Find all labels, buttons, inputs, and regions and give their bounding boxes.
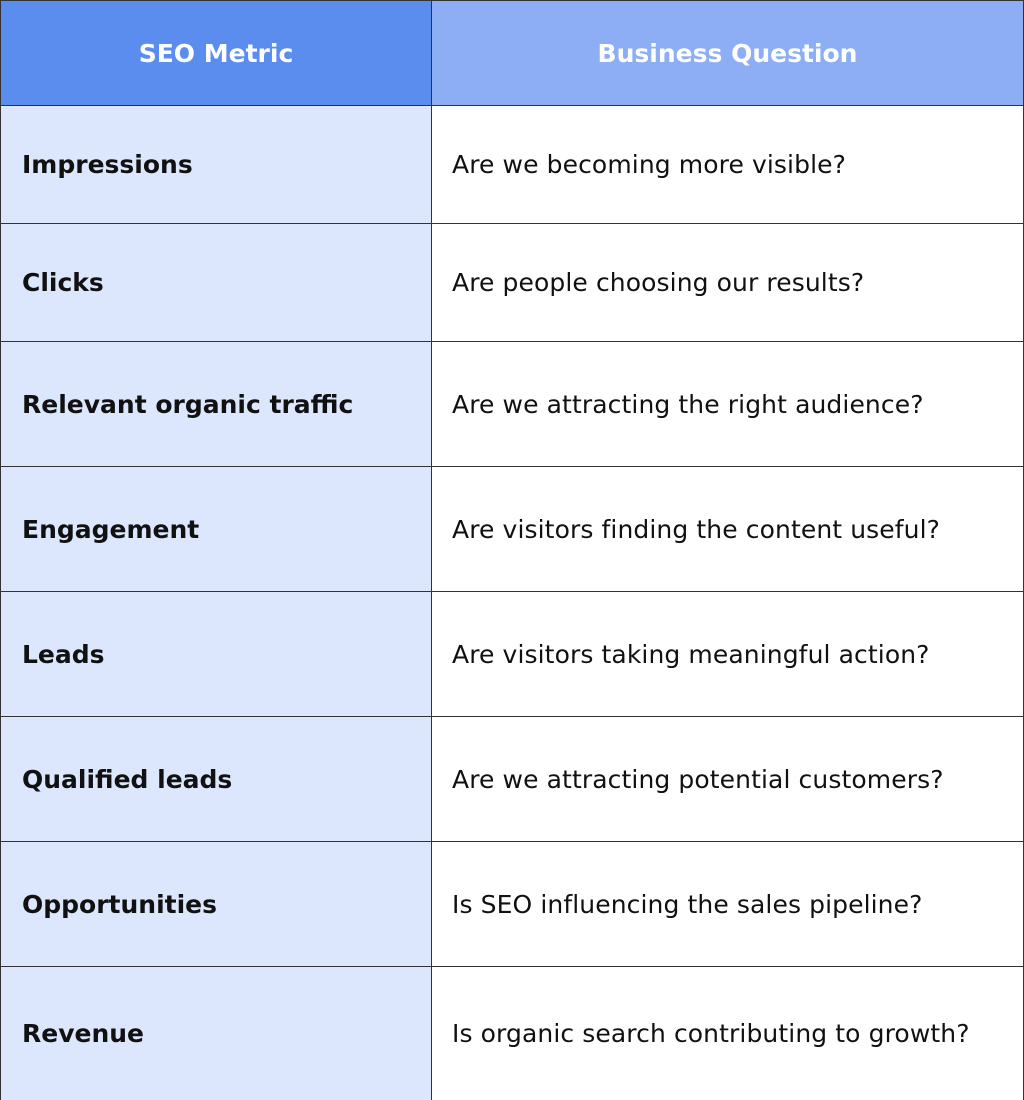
header-business-question: Business Question [432,0,1024,106]
metric-cell-clicks: Clicks [0,224,432,342]
metric-label: Leads [22,639,105,669]
header-seo-metric: SEO Metric [0,0,432,106]
metric-label: Impressions [22,150,193,179]
metric-cell-leads: Leads [0,592,432,717]
metric-label: Engagement [22,514,200,544]
metric-label: Opportunities [22,889,218,919]
question-cell-revenue: Is organic search contributing to growth… [432,967,1024,1100]
metric-label: Relevant organic traffic [22,389,354,419]
question-text: Is organic search contributing to growth… [452,1019,970,1048]
question-cell-engagement: Are visitors finding the content useful? [432,467,1024,592]
question-cell-leads: Are visitors taking meaningful action? [432,592,1024,717]
question-cell-qualified-leads: Are we attracting potential customers? [432,717,1024,842]
metric-cell-opportunities: Opportunities [0,842,432,967]
metric-cell-impressions: Impressions [0,106,432,224]
question-text: Are we attracting the right audience? [452,389,924,419]
question-cell-clicks: Are people choosing our results? [432,224,1024,342]
question-text: Are people choosing our results? [452,268,865,297]
header-business-question-label: Business Question [597,38,858,68]
question-text: Are visitors finding the content useful? [452,514,941,544]
question-text: Is SEO influencing the sales pipeline? [452,889,923,919]
question-text: Are visitors taking meaningful action? [452,639,930,669]
question-text: Are we attracting potential customers? [452,764,944,794]
metric-cell-engagement: Engagement [0,467,432,592]
metric-label: Clicks [22,268,104,297]
metric-label: Qualified leads [22,764,233,794]
question-cell-impressions: Are we becoming more visible? [432,106,1024,224]
metric-cell-qualified-leads: Qualified leads [0,717,432,842]
metric-cell-revenue: Revenue [0,967,432,1100]
metric-cell-relevant-organic-traffic: Relevant organic traffic [0,342,432,467]
header-seo-metric-label: SEO Metric [138,38,294,68]
question-text: Are we becoming more visible? [452,150,846,179]
metric-label: Revenue [22,1019,145,1048]
question-cell-relevant-organic-traffic: Are we attracting the right audience? [432,342,1024,467]
question-cell-opportunities: Is SEO influencing the sales pipeline? [432,842,1024,967]
